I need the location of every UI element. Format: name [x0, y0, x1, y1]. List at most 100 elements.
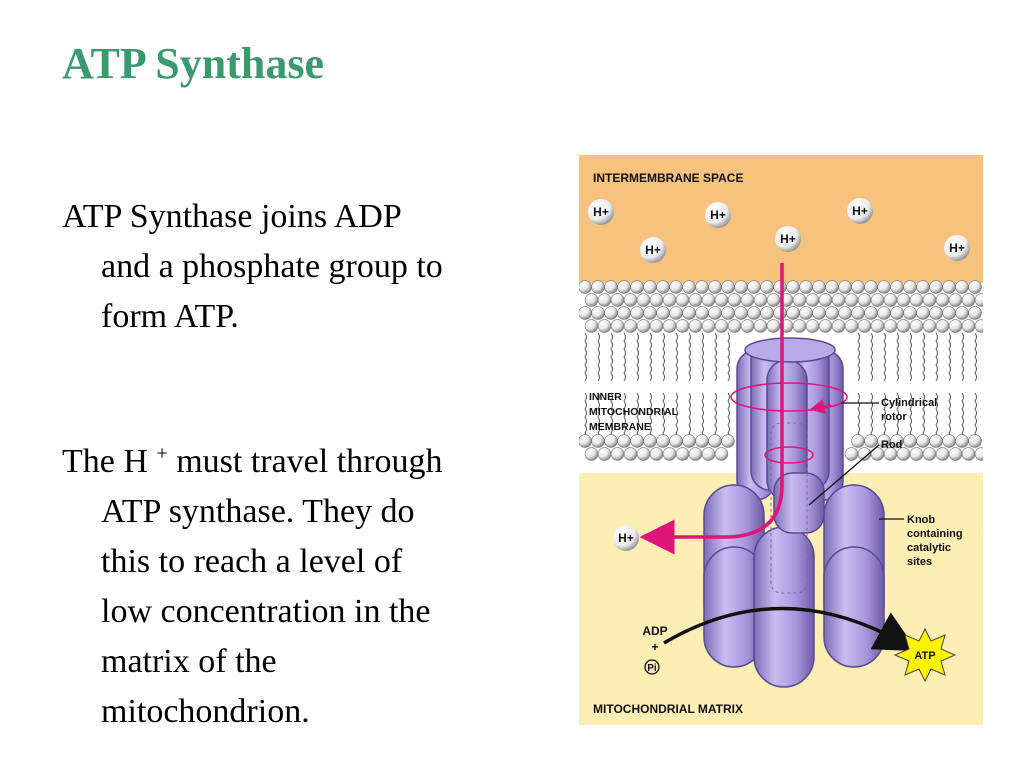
lipid-head — [636, 447, 651, 461]
lipid-head — [903, 306, 917, 320]
lipid-head — [942, 306, 956, 320]
lipid-head — [610, 319, 625, 333]
lipid-tail — [636, 332, 639, 382]
proton-icon: H+ — [640, 237, 666, 263]
lipid-head — [747, 280, 761, 294]
lipid-head — [695, 434, 709, 448]
lipid-head — [636, 319, 651, 333]
lipid-tail — [714, 332, 717, 382]
lipid-head — [890, 280, 904, 294]
lipid-tail — [688, 392, 691, 442]
lipid-head — [851, 434, 865, 448]
lipid-head — [838, 306, 852, 320]
lipid-head — [818, 293, 833, 307]
cylindrical-rotor-label: Cylindrical rotor — [881, 397, 937, 423]
lipid-head — [708, 306, 722, 320]
lipid-head — [708, 434, 722, 448]
lipid-head — [825, 306, 839, 320]
lipid-head — [844, 293, 859, 307]
lipid-head — [760, 280, 774, 294]
lipid-head — [662, 319, 677, 333]
proton-icon: H+ — [588, 199, 614, 225]
lipid-head — [675, 319, 690, 333]
lipid-head — [968, 434, 982, 448]
lipid-head — [838, 280, 852, 294]
lipid-head — [701, 293, 716, 307]
inner-membrane-label: INNER MITOCHONDRIAL MEMBRANE — [589, 391, 679, 433]
para1-line: form ATP. — [101, 298, 239, 335]
lipid-tail — [636, 392, 639, 442]
lipid-head — [610, 293, 625, 307]
lipid-head — [714, 319, 729, 333]
lipid-head — [786, 280, 800, 294]
lipid-tail — [623, 332, 626, 382]
lipid-heads — [578, 280, 989, 461]
lipid-head — [669, 434, 683, 448]
proton-label: H+ — [949, 241, 965, 255]
lipid-tail — [935, 332, 938, 382]
para2-first-line: The H + must travel through — [62, 437, 552, 487]
lipid-head — [968, 280, 982, 294]
para2-line: matrix of the — [101, 643, 277, 680]
lipid-head — [812, 306, 826, 320]
lipid-head — [662, 293, 677, 307]
lipid-head — [701, 319, 716, 333]
proton-label: H+ — [710, 208, 726, 222]
lipid-head — [870, 293, 885, 307]
lipid-head — [740, 319, 755, 333]
lipid-tail — [961, 332, 964, 382]
lipid-tail — [974, 392, 977, 442]
lipid-head — [909, 293, 924, 307]
lipid-head — [831, 293, 846, 307]
lipid-head — [948, 293, 963, 307]
lipid-head — [955, 434, 969, 448]
lipid-tail — [935, 392, 938, 442]
lipid-head — [669, 306, 683, 320]
lipid-head — [734, 306, 748, 320]
lipid-head — [617, 306, 631, 320]
lipid-head — [805, 293, 820, 307]
lipid-head — [857, 293, 872, 307]
paragraph-proton-travel: The H + must travel through ATP synthase… — [62, 437, 552, 737]
lipid-head — [578, 280, 592, 294]
lipid-head — [942, 434, 956, 448]
svg-text:INNER: INNER — [589, 391, 622, 403]
lipid-head — [909, 319, 924, 333]
lipid-tail — [597, 392, 600, 442]
lipid-head — [903, 434, 917, 448]
lipid-head — [701, 447, 716, 461]
catalytic-knob — [703, 472, 885, 688]
rotation-arrow-lower — [764, 446, 814, 464]
lipid-tail — [922, 332, 925, 382]
lipid-head — [864, 306, 878, 320]
lipid-head — [760, 306, 774, 320]
lipid-head — [773, 306, 787, 320]
lipid-head — [591, 280, 605, 294]
para2-line: low concentration in the — [101, 593, 431, 630]
lipid-tail — [610, 392, 613, 442]
atp-starburst — [893, 627, 957, 683]
lipid-head — [714, 447, 729, 461]
svg-text:Knob: Knob — [907, 514, 935, 526]
rod — [770, 422, 808, 594]
para2-line: ATP synthase. They do — [101, 493, 415, 530]
paragraph-atp-synthase: ATP Synthase joins ADP and a phosphate g… — [62, 192, 552, 342]
lipid-head — [948, 319, 963, 333]
lipid-head — [812, 280, 826, 294]
lipid-head — [922, 447, 937, 461]
lipid-head — [604, 306, 618, 320]
para2-line: mitochondrion. — [101, 693, 310, 730]
lipid-head — [864, 280, 878, 294]
lipid-head — [656, 434, 670, 448]
lipid-tails — [584, 332, 977, 442]
lipid-head — [727, 293, 742, 307]
lipid-tail — [857, 332, 860, 382]
lipid-head — [922, 319, 937, 333]
proton-icon: H+ — [944, 235, 970, 261]
svg-text:containing: containing — [907, 528, 963, 540]
adp-label: ADP — [642, 624, 667, 638]
lipid-tail — [909, 392, 912, 442]
lipid-tail — [714, 392, 717, 442]
lipid-head — [688, 319, 703, 333]
lipid-head — [688, 293, 703, 307]
